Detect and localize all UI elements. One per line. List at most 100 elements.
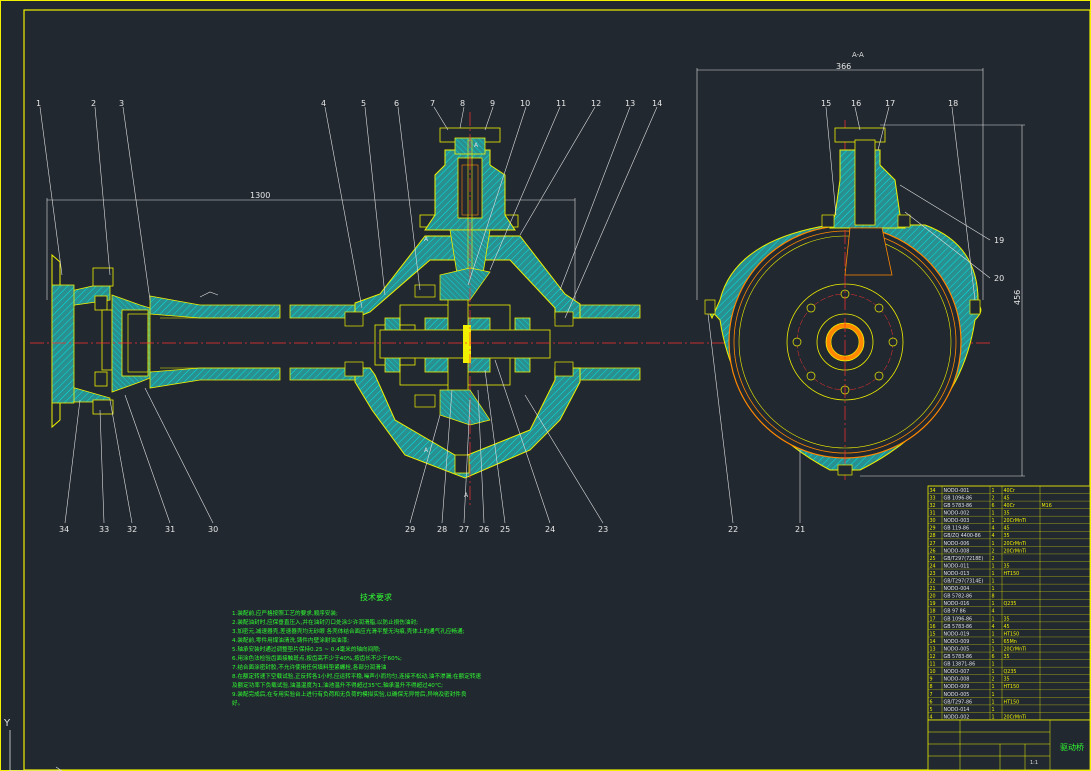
- title-block-scale: 1:1: [1030, 760, 1038, 766]
- note-line-7: 7.结合面涂密封胶,不允许使用任何填料垫紧螺栓,各部分润滑油: [232, 663, 387, 671]
- parts-table-cell: 1: [992, 707, 995, 713]
- parts-table-cell: 2: [992, 548, 995, 554]
- parts-table-cell: GB 1096-86: [944, 616, 973, 622]
- leader-30: 30: [208, 525, 218, 534]
- length-dimension-label: 1300: [250, 191, 270, 200]
- parts-table-cell: 1: [992, 699, 995, 705]
- parts-table-cell: NODO-016: [944, 601, 970, 607]
- leader-17: 17: [885, 99, 895, 108]
- parts-table-cell: Q235: [1004, 669, 1017, 675]
- leader-22: 22: [728, 525, 738, 534]
- parts-table-cell: GB 97 86: [944, 609, 966, 615]
- parts-table-cell: 20CrMnTi: [1004, 646, 1027, 652]
- note-line-5: 5.轴承安装时通过调整垫片保持0.25 ~ 0.4毫米的轴向间隙;: [232, 645, 381, 653]
- parts-table-cell: 1: [992, 631, 995, 637]
- leader-7: 7: [430, 99, 435, 108]
- parts-table-cell: 1: [992, 616, 995, 622]
- parts-table-cell: HT150: [1004, 631, 1020, 637]
- parts-table-cell: 4: [992, 609, 995, 615]
- parts-table-cell: 35: [1004, 616, 1010, 622]
- ucs-icon: Y: [3, 718, 63, 771]
- leader-26: 26: [479, 525, 489, 534]
- parts-table-cell: 14: [930, 639, 936, 645]
- parts-table-cell: GB 1096-86: [944, 495, 973, 501]
- parts-table-cell: 21: [930, 586, 936, 592]
- leader-19: 19: [994, 236, 1004, 245]
- parts-table-cell: GB/T297(7218E): [944, 556, 984, 562]
- parts-table-cell: 2: [992, 677, 995, 683]
- top-dimension-label: 366: [836, 62, 851, 71]
- leader-32: 32: [127, 525, 137, 534]
- parts-table-cell: M16: [1042, 503, 1052, 509]
- parts-table-cell: 34: [930, 488, 936, 494]
- leader-3: 3: [119, 99, 124, 108]
- parts-table-cell: 30: [930, 518, 936, 524]
- parts-table-cell: 35: [1004, 563, 1010, 569]
- parts-table-cell: 65Mn: [1004, 639, 1017, 645]
- parts-table-cell: 6: [930, 699, 933, 705]
- parts-table-cell: 20CrMnTi: [1004, 714, 1027, 720]
- technical-notes: 技术要求 1.装配前,应严格按照工艺的要求,顺序安装; 2.装配油封时,应保垂直…: [232, 592, 481, 707]
- parts-table-cell: 20: [930, 594, 936, 600]
- parts-table-cell: GB 5783-86: [944, 503, 973, 509]
- parts-table-cell: 20CrMnTi: [1004, 541, 1027, 547]
- tube-seals: [344, 311, 574, 377]
- parts-table-cell: NODO-008: [944, 677, 970, 683]
- parts-table-cell: 13: [930, 646, 936, 652]
- ucs-y-label: Y: [3, 718, 11, 729]
- parts-table-cell: 45: [1004, 526, 1010, 532]
- parts-table-cell: 35: [1004, 511, 1010, 517]
- parts-table-cell: 40Cr: [1004, 488, 1015, 494]
- parts-table-cell: 27: [930, 541, 936, 547]
- parts-table-cell: 2: [992, 495, 995, 501]
- parts-table-cell: NODO-001: [944, 488, 970, 494]
- note-line-10: 9.装配完成后,在专用实验台上进行有负荷和无负荷的模拟实验,以确保无异常后,异响…: [232, 690, 467, 698]
- differential-internals: [374, 267, 551, 426]
- parts-table-cell: GB 5783-86: [944, 624, 973, 630]
- leader-28: 28: [437, 525, 447, 534]
- leader-27: 27: [459, 525, 469, 534]
- parts-table-cell: 7: [930, 692, 933, 698]
- parts-table-cell: 1: [992, 714, 995, 720]
- title-block-title: 驱动桥: [1060, 742, 1084, 752]
- parts-table-cell: NODO-014: [944, 707, 970, 713]
- parts-table-cell: HT150: [1004, 699, 1020, 705]
- cut-mark-upper: A: [424, 236, 429, 243]
- parts-table-cell: 45: [1004, 495, 1010, 501]
- parts-table-cell: 1: [992, 488, 995, 494]
- note-line-11: 好。: [232, 699, 243, 707]
- leader-29: 29: [405, 525, 415, 534]
- parts-table-cell: 29: [930, 526, 936, 532]
- parts-table-cell: 18: [930, 609, 936, 615]
- parts-table-cell: NODO-009: [944, 639, 970, 645]
- leader-31: 31: [165, 525, 175, 534]
- leader-8: 8: [460, 99, 465, 108]
- parts-table-cell: NODO-005: [944, 692, 970, 698]
- parts-table-cell: 32: [930, 503, 936, 509]
- parts-table-cell: 35: [1004, 654, 1010, 660]
- parts-table-cell: 1: [992, 563, 995, 569]
- leader-5: 5: [361, 99, 366, 108]
- parts-table-cell: 24: [930, 563, 936, 569]
- parts-table-cell: NODO-004: [944, 586, 970, 592]
- parts-table-frame: [927, 485, 1091, 721]
- parts-table-cell: HT150: [1004, 571, 1020, 577]
- note-line-2: 2.装配油封时,应保垂直压入,并在油封刃口处涂少许润滑脂,以防止损伤油封;: [232, 618, 418, 626]
- parts-table-cell: NODO-003: [944, 518, 970, 524]
- parts-table-cell: NODO-005: [944, 646, 970, 652]
- parts-table-cell: 1: [992, 692, 995, 698]
- parts-table-cell: 5: [930, 707, 933, 713]
- parts-table-cell: NODO-009: [944, 684, 970, 690]
- parts-table-cell: 16: [930, 624, 936, 630]
- parts-table-cell: GB 5783-86: [944, 654, 973, 660]
- note-line-1: 1.装配前,应严格按照工艺的要求,顺序安装;: [232, 609, 338, 617]
- parts-table-cell: 10: [930, 669, 936, 675]
- cut-mark-bottom: A: [464, 492, 469, 499]
- parts-table-cell: 1: [992, 579, 995, 585]
- parts-table-cell: 25: [930, 556, 936, 562]
- leader-18: 18: [948, 99, 958, 108]
- leader-10: 10: [520, 99, 530, 108]
- parts-table-cell: 1: [992, 511, 995, 517]
- right-dimension-label: 456: [1013, 290, 1022, 305]
